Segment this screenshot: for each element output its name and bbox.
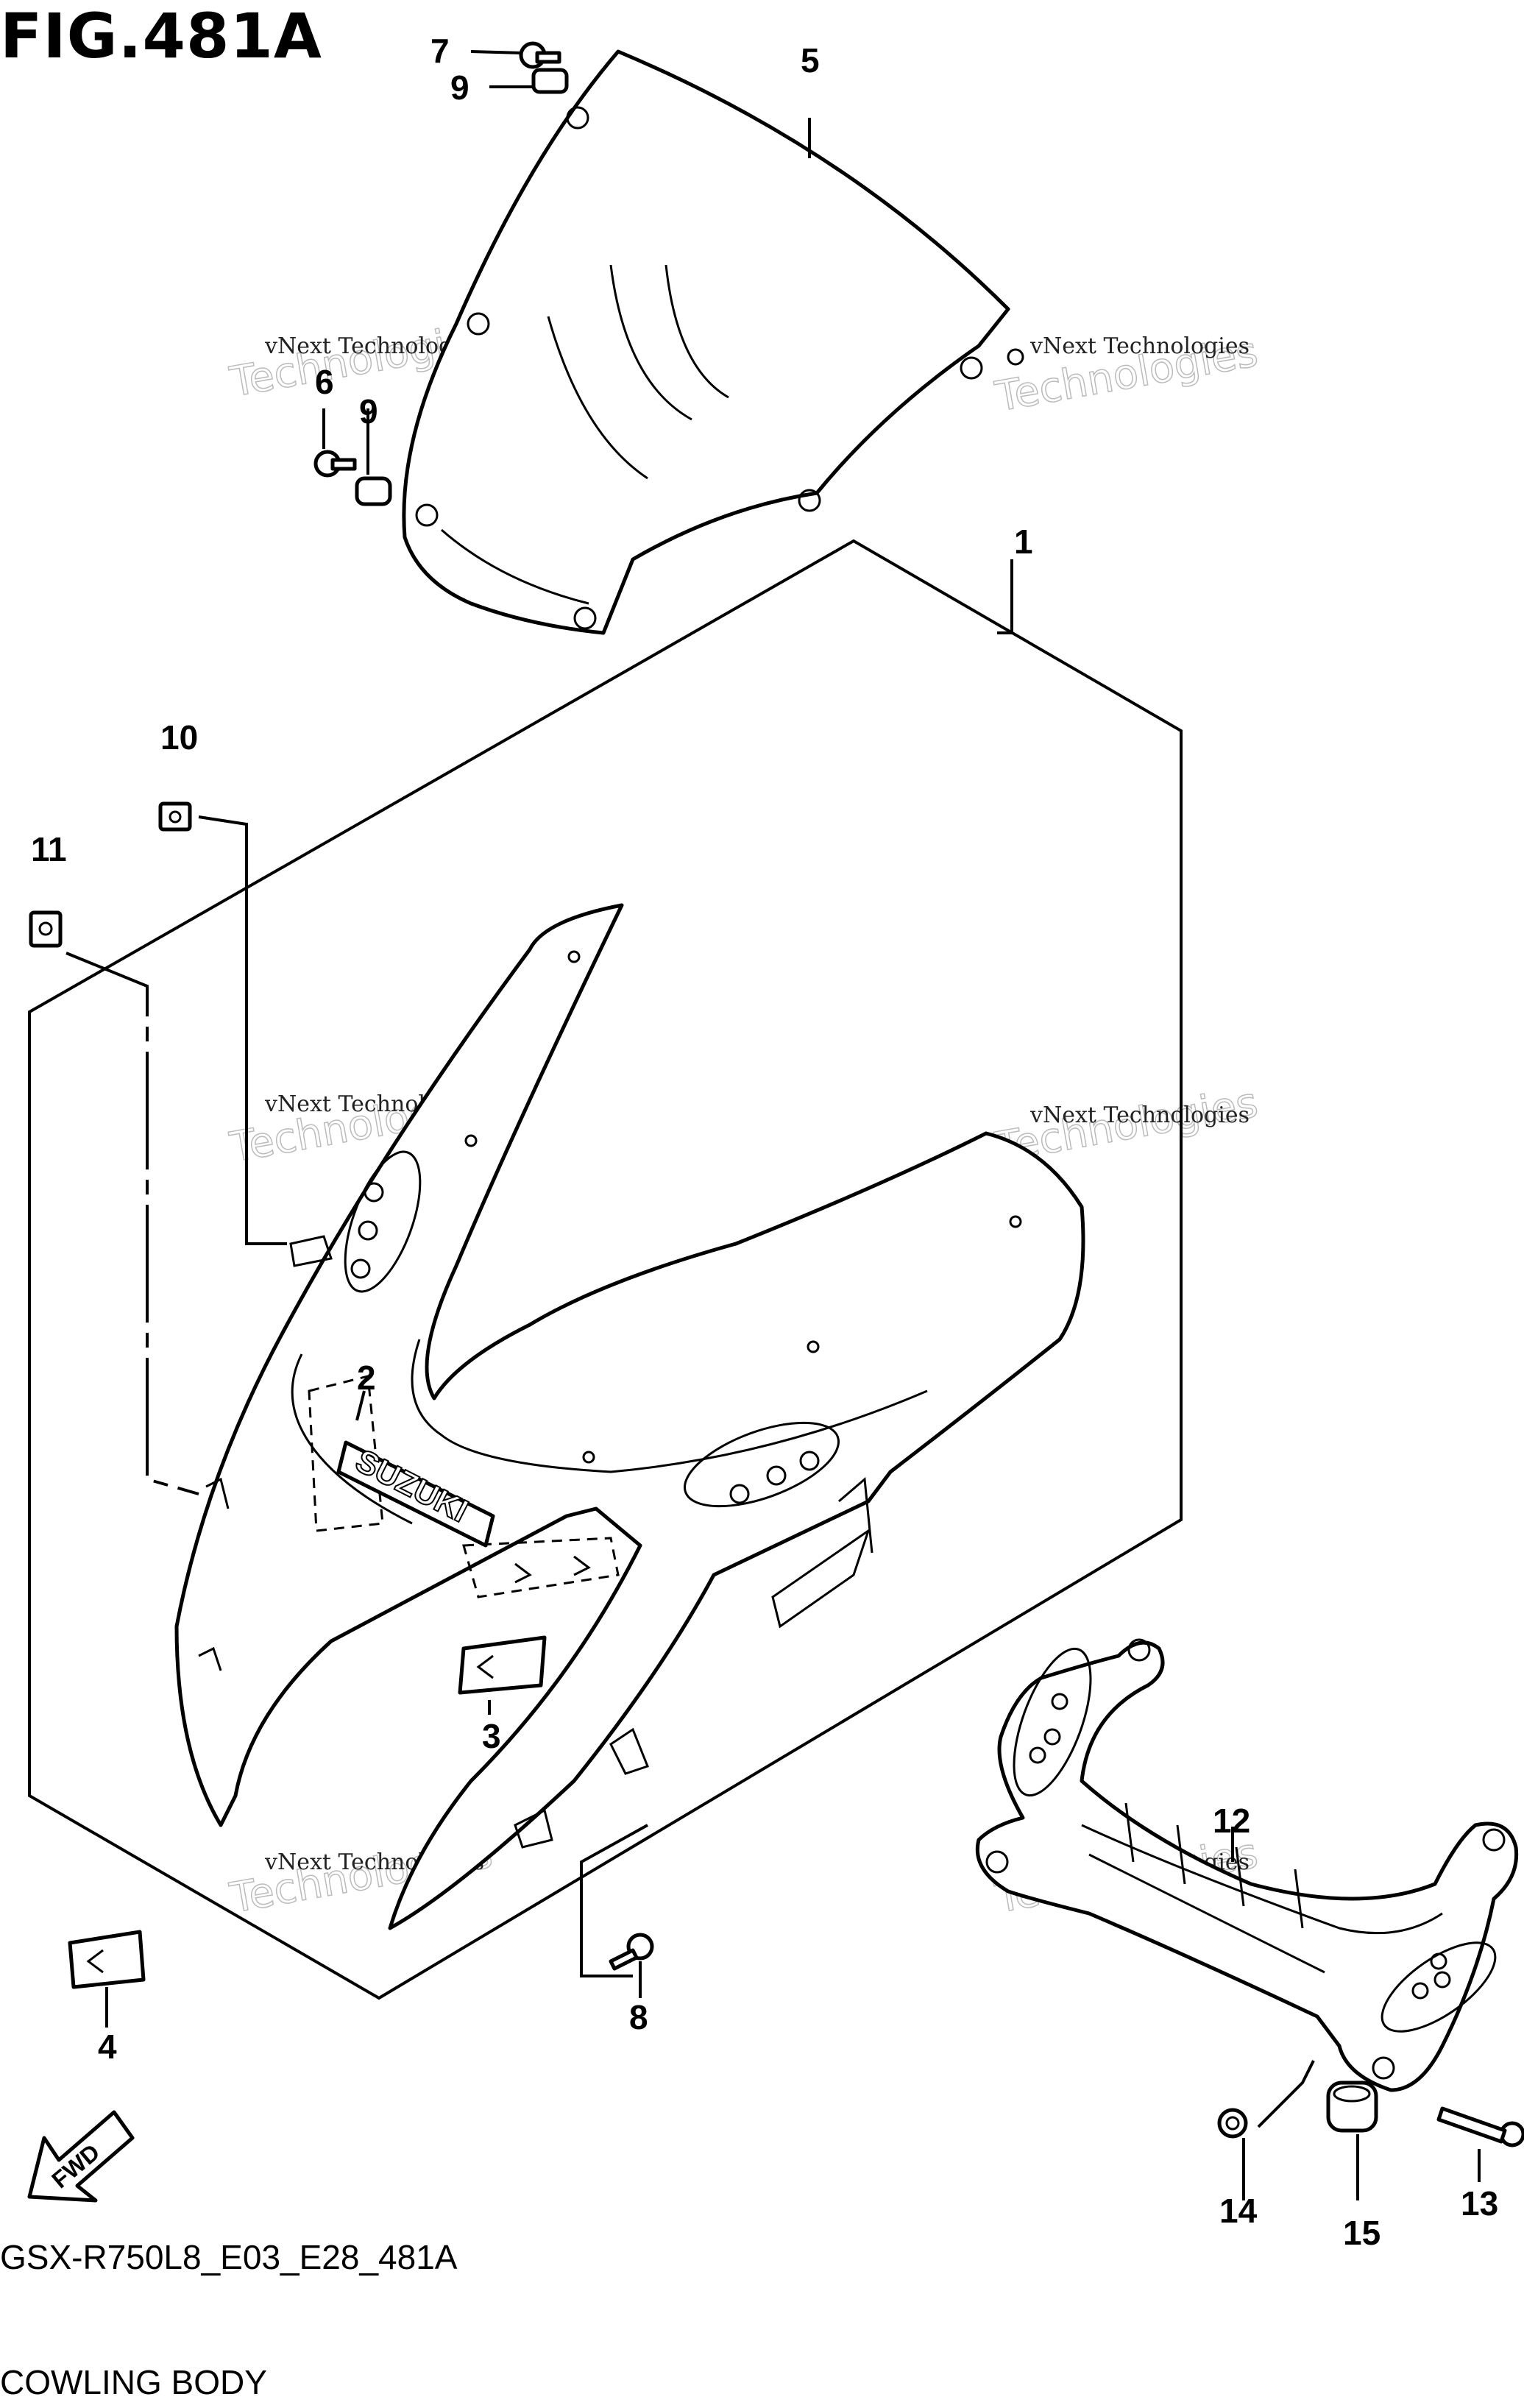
part-label-13: 13 (1461, 2184, 1498, 2223)
cowling-bracket (975, 1638, 1519, 2092)
grommet-9-side (355, 476, 392, 506)
part-label-10: 10 (160, 718, 198, 757)
fwd-arrow: FWD (27, 2110, 135, 2203)
nut-10 (158, 801, 192, 832)
part-label-2: 2 (357, 1359, 376, 1397)
screw-7 (519, 41, 561, 69)
decal-3 (458, 1635, 547, 1695)
part-label-9-top: 9 (450, 68, 469, 107)
leader-lines (65, 50, 1481, 2200)
watermark-text: vNext Technologies (1029, 333, 1250, 359)
nut-14 (1217, 2108, 1248, 2139)
part-label-5: 5 (801, 41, 820, 79)
grommet-9-top (531, 68, 569, 94)
part-label-8: 8 (629, 1998, 648, 2036)
part-label-11: 11 (31, 830, 67, 868)
part-label-15: 15 (1343, 2214, 1381, 2252)
decal-4 (68, 1930, 146, 1989)
part-label-3: 3 (482, 1717, 501, 1755)
grommet-15 (1326, 2081, 1378, 2133)
diagram-code: GSX-R750L8_E03_E28_481A (0, 2238, 458, 2276)
part-label-9-side: 9 (359, 392, 378, 431)
assembly-outline (28, 539, 1183, 2000)
nut-11 (29, 910, 63, 948)
part-label-7: 7 (430, 32, 450, 70)
watermark-text: vNext Technologies (1029, 1102, 1250, 1128)
windscreen (402, 49, 1024, 635)
part-labels: 1 2 3 4 5 6 7 8 9 9 10 11 12 13 14 15 (31, 32, 1498, 2252)
part-label-1: 1 (1014, 523, 1033, 561)
part-label-6: 6 (315, 363, 334, 401)
figure-title: FIG.481A (0, 0, 322, 72)
bolt-13 (1436, 2106, 1524, 2147)
part-label-12: 12 (1213, 1802, 1250, 1840)
upper-cowling (174, 903, 1085, 1930)
diagram-caption: COWLING BODY (0, 2363, 267, 2401)
part-label-14: 14 (1219, 2192, 1258, 2230)
part-label-4: 4 (98, 2028, 117, 2066)
screw-6 (313, 450, 357, 478)
screw-8 (609, 1933, 654, 1971)
